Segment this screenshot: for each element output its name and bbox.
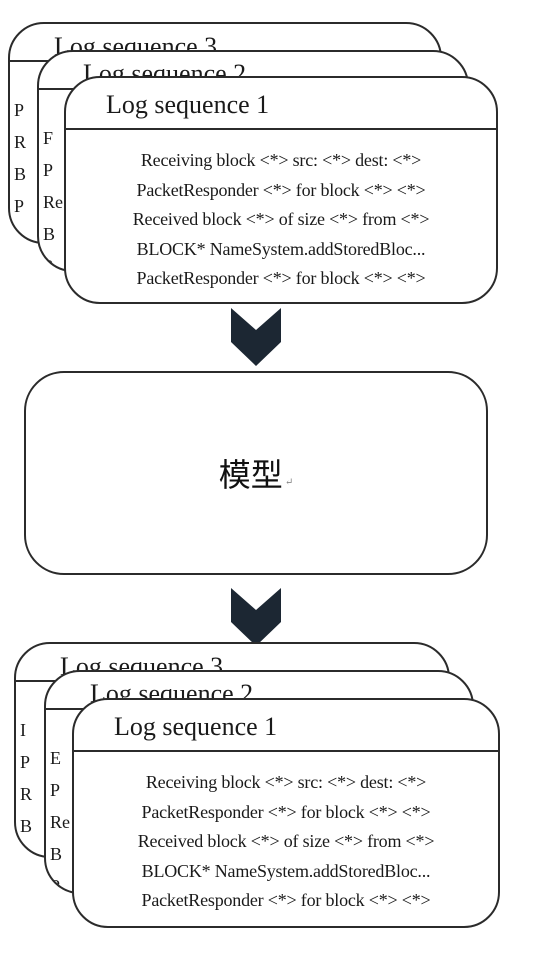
log-line: B xyxy=(43,224,56,244)
log-line: E xyxy=(50,748,61,768)
chevron-down-arrow-icon xyxy=(231,308,281,366)
log-line: B xyxy=(20,816,33,836)
log-line: P xyxy=(14,100,25,120)
log-line: P xyxy=(43,160,54,180)
log-line: I xyxy=(20,720,26,740)
log-line: Re xyxy=(50,812,70,832)
log-line: F xyxy=(43,128,54,148)
log-line: PacketResponder <*> for block <*> <*> xyxy=(141,890,431,910)
log-card-title: Log sequence 1 xyxy=(74,700,498,752)
log-card-title: Log sequence 1 xyxy=(66,78,496,130)
log-lines: Receiving block <*> src: <*> dest: <*> P… xyxy=(66,130,496,294)
log-line: Re xyxy=(43,192,63,212)
log-line: B xyxy=(14,164,27,184)
log-line: Received block <*> of size <*> from <*> xyxy=(137,831,435,851)
output-log-stack: Log sequence 3 I P R B P Log sequence 2 … xyxy=(0,642,533,942)
input-log-stack: Log sequence 3 P R B P Log sequence 2 F … xyxy=(0,22,533,322)
log-line: P xyxy=(50,780,61,800)
paragraph-mark: ↵ xyxy=(284,476,294,488)
log-line: Receiving block <*> src: <*> dest: <*> xyxy=(140,150,422,170)
log-line: BLOCK* NameSystem.addStoredBloc... xyxy=(136,238,426,259)
log-line: P xyxy=(20,752,31,772)
log-line: PacketResponder <*> for block <*> <*> xyxy=(141,801,431,822)
log-line: BLOCK* NameSystem.addStoredBloc... xyxy=(141,860,431,881)
log-card-sequence-1: Log sequence 1 Receiving block <*> src: … xyxy=(64,76,498,304)
log-line: R xyxy=(14,132,27,152)
log-line: Received block <*> of size <*> from <*> xyxy=(132,209,430,229)
model-label: 模型 xyxy=(218,456,283,494)
log-card-sequence-1: Log sequence 1 Receiving block <*> src: … xyxy=(72,698,500,928)
log-line: Receiving block <*> src: <*> dest: <*> xyxy=(145,772,427,792)
log-line: PacketResponder <*> for block <*> <*> xyxy=(136,179,426,200)
chevron-down-arrow-icon xyxy=(231,588,281,646)
log-line: R xyxy=(20,784,33,804)
log-line: P xyxy=(14,196,25,216)
log-lines: P R B P xyxy=(10,62,440,222)
log-lines: Receiving block <*> src: <*> dest: <*> P… xyxy=(74,752,498,916)
log-line: PacketResponder <*> for block <*> <*> xyxy=(136,268,426,288)
model-box: 模型 ↵ xyxy=(24,371,488,575)
log-line: B xyxy=(50,844,63,864)
